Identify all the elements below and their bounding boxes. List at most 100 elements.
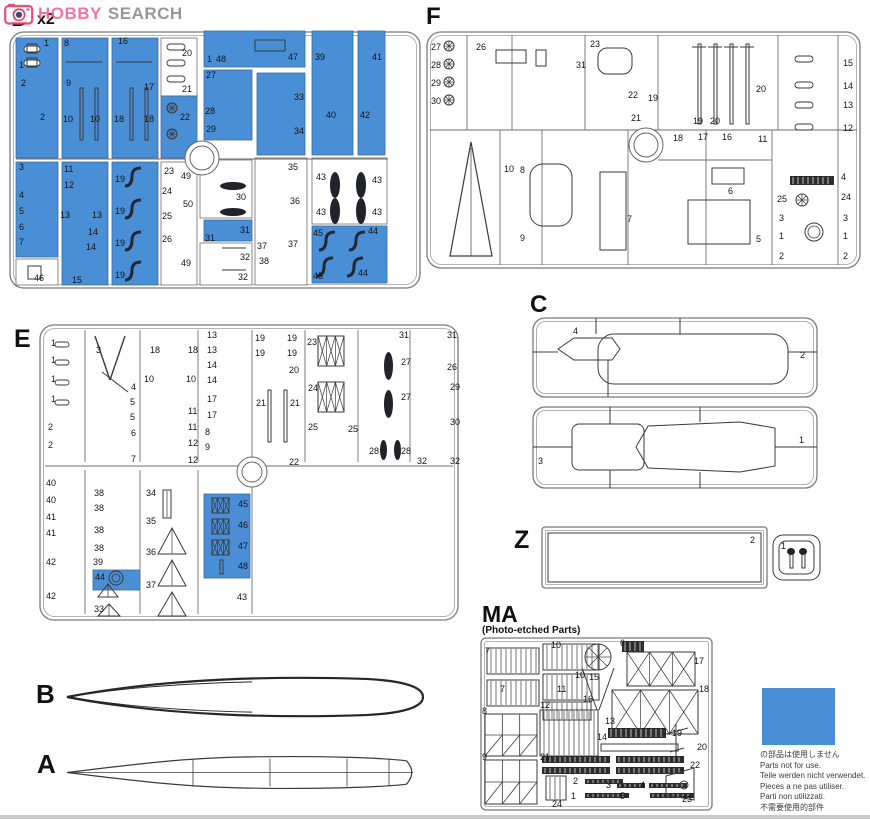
unused-parts-region	[311, 30, 354, 156]
shape	[682, 783, 686, 787]
part-number: 19	[648, 93, 658, 103]
shape	[669, 689, 699, 735]
note-line-de: Teile werden nicht verwendet.	[760, 771, 866, 781]
part-number: 12	[188, 455, 198, 465]
part-number: 17	[207, 410, 217, 420]
part-number: 13	[207, 345, 217, 355]
part-number: 19	[287, 333, 297, 343]
part-number: 19	[255, 348, 265, 358]
runner-stub	[23, 45, 41, 53]
part-shape	[330, 172, 340, 198]
runner-line	[101, 371, 129, 393]
runner-stub	[166, 43, 186, 51]
part-number: 10	[575, 670, 585, 680]
part-number: 10	[186, 374, 196, 384]
part-shape	[254, 39, 286, 52]
part-number: 3	[606, 780, 611, 790]
sprue-frame-inner	[430, 35, 857, 265]
part-shape	[687, 199, 751, 245]
part-shape	[697, 43, 702, 125]
shape	[445, 96, 450, 101]
part-number: 32	[417, 456, 427, 466]
part-number: 50	[183, 199, 193, 209]
part-number: 18	[114, 114, 124, 124]
shape	[797, 195, 803, 201]
part-number: 28	[369, 446, 379, 456]
part-number: 9	[482, 752, 487, 762]
shape	[448, 78, 453, 83]
part-shape	[94, 335, 111, 381]
sprue-frame	[541, 526, 768, 589]
part-number: 19	[115, 174, 125, 184]
etched-mesh	[542, 701, 592, 721]
part-shape	[529, 163, 573, 227]
shape	[649, 651, 673, 687]
part-number: 7	[131, 454, 136, 464]
part-number: 11	[64, 164, 73, 174]
part-number: 2	[21, 78, 26, 88]
unused-parts-region	[311, 225, 388, 284]
shape	[109, 335, 126, 381]
part-number: 4	[131, 382, 136, 392]
part-number: 48	[216, 54, 226, 64]
part-number: 29	[431, 78, 441, 88]
part-number: 14	[88, 227, 98, 237]
runner-line	[665, 727, 689, 735]
shape	[448, 96, 453, 101]
part-number: 28	[205, 106, 215, 116]
shape	[484, 734, 503, 757]
part-number: 1	[44, 38, 49, 48]
sprue-frame-inner	[536, 321, 814, 394]
part-number: 11	[758, 134, 767, 144]
part-number: 8	[482, 706, 487, 716]
part-number: 18	[150, 345, 160, 355]
part-number: 30	[450, 417, 460, 427]
part-number: 37	[288, 239, 298, 249]
part-number: 9	[66, 78, 71, 88]
logo-text-hobby: HOBBY	[38, 4, 102, 23]
part-number: 24	[841, 192, 851, 202]
shape	[448, 99, 453, 104]
part-number: 33	[94, 604, 104, 614]
etched-lattice	[211, 518, 230, 535]
sprue-label-Z: Z	[514, 526, 529, 554]
part-shape	[535, 49, 547, 67]
part-number: 1	[843, 231, 848, 241]
shape	[211, 539, 218, 556]
part-number: 36	[146, 547, 156, 557]
part-number: 4	[573, 326, 578, 336]
part-shape	[384, 390, 393, 418]
part-shape	[129, 87, 134, 141]
part-number: 18	[673, 133, 683, 143]
part-number: 27	[206, 70, 216, 80]
sprue-label-C: C	[530, 291, 547, 318]
part-number: 2	[40, 112, 45, 122]
part-shape	[124, 166, 142, 188]
part-number: 31	[240, 225, 250, 235]
part-number: 20	[756, 84, 766, 94]
part-number: 40	[326, 110, 336, 120]
part-shape	[804, 222, 824, 242]
shape	[445, 78, 450, 83]
part-number: 7	[627, 214, 632, 224]
runner-line	[581, 667, 598, 711]
part-number: 19	[672, 728, 682, 738]
shape	[588, 656, 599, 667]
shape	[611, 689, 641, 735]
note-line-en: Parts not for use.	[760, 760, 821, 770]
part-number: 1	[799, 435, 804, 445]
sprue-label-B: B	[36, 679, 55, 709]
sprue-frame-inner	[43, 328, 455, 617]
etched-rail	[650, 793, 694, 798]
part-number: 18	[188, 345, 198, 355]
unused-parts-region	[203, 219, 253, 242]
part-number: 27	[431, 42, 441, 52]
part-number: 45	[238, 499, 248, 509]
shape	[519, 734, 538, 757]
part-number: 22	[690, 760, 700, 770]
unused-parts-region	[61, 37, 109, 159]
shape	[445, 42, 450, 47]
